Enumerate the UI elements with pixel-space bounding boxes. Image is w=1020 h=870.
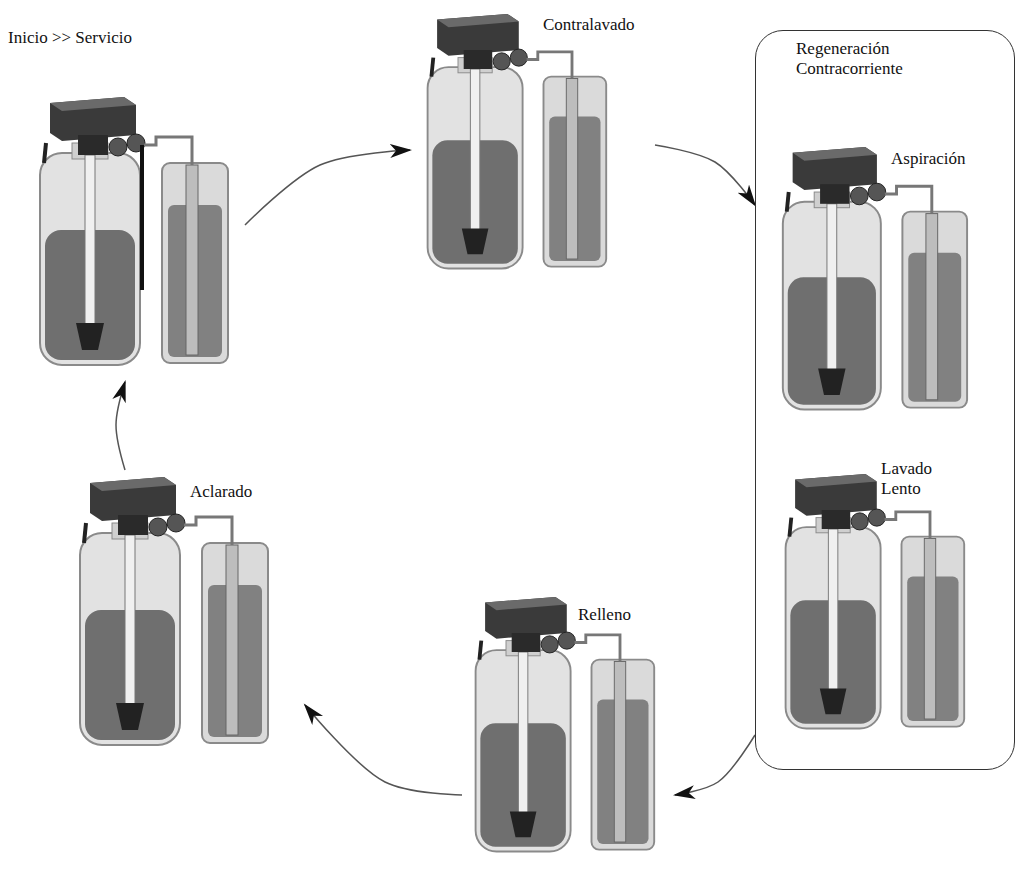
stage-node: Aclarado bbox=[65, 470, 305, 760]
softener-illustration bbox=[80, 477, 268, 745]
flow-arrow bbox=[655, 145, 755, 205]
softener-illustration bbox=[476, 597, 655, 852]
stage-node: Contralavado bbox=[410, 5, 655, 273]
stage-label: Relleno bbox=[578, 605, 631, 625]
stage-label: Contralavado bbox=[543, 15, 635, 35]
stage-node: Inicio >> Servicio bbox=[5, 25, 245, 382]
stage-label: Regeneración Contracorriente bbox=[796, 39, 903, 80]
stage-node: Aspiración bbox=[771, 141, 1003, 441]
flow-arrow bbox=[245, 150, 410, 225]
flow-arrow bbox=[675, 735, 755, 795]
stage-label: Aclarado bbox=[190, 482, 252, 502]
stage-label: Inicio >> Servicio bbox=[8, 28, 132, 48]
process-group: Regeneración ContracorrienteAspiraciónLa… bbox=[755, 30, 1015, 770]
softener-illustration bbox=[428, 14, 607, 269]
stage-label: Aspiración bbox=[891, 149, 966, 169]
softener-illustration bbox=[783, 147, 967, 410]
softener-illustration bbox=[40, 97, 228, 365]
stage-node: Relleno bbox=[462, 590, 675, 865]
stage-node: Lavado Lento bbox=[771, 456, 1003, 771]
flow-arrow bbox=[116, 382, 125, 470]
drain-line bbox=[140, 145, 144, 290]
stage-label: Lavado Lento bbox=[881, 459, 932, 500]
softener-illustration bbox=[786, 474, 965, 729]
flow-arrow bbox=[305, 705, 462, 795]
